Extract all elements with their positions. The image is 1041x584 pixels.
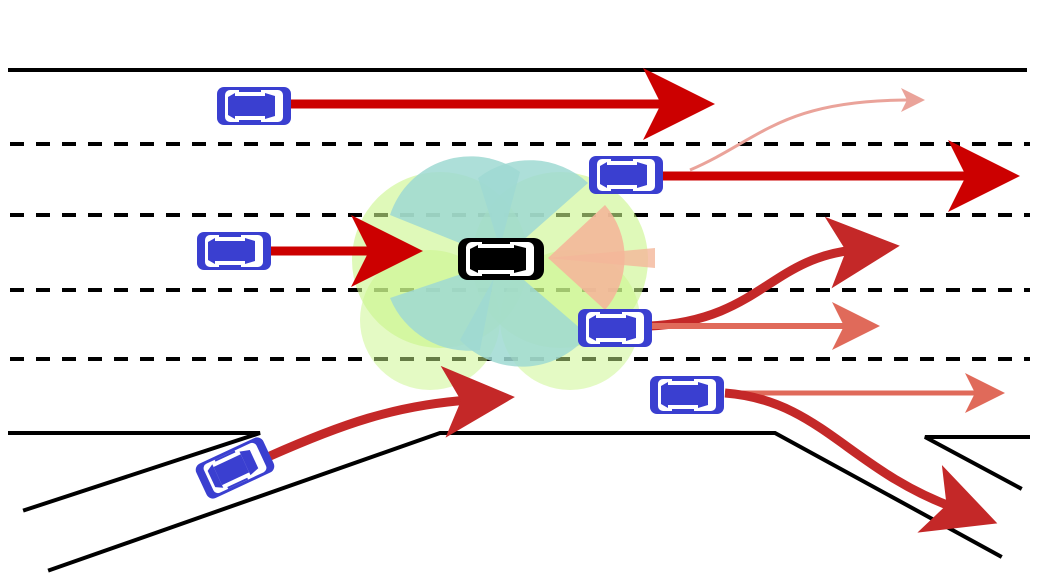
road-bottom-edge-mid [47, 431, 1003, 573]
trajectory-onramp-merge [268, 365, 515, 461]
trajectories [268, 68, 1020, 533]
agent-lane4-car-icon [577, 308, 653, 348]
trajectory-lane5-exit [724, 388, 998, 533]
sensor-beam-forward [548, 248, 655, 268]
agent-onramp-car-icon [192, 434, 278, 502]
road-bottom-edge-right [924, 435, 1030, 491]
road-bottom-edge-left [8, 431, 261, 513]
agent-lane3-car-icon [196, 231, 272, 271]
sensor-sector-rear-left [390, 156, 520, 258]
agent-lane1-car-icon [216, 86, 292, 126]
sensor-sector-front-right [460, 262, 588, 367]
agent-lane2-car-icon [588, 155, 664, 195]
agent-lane5-car-icon [649, 375, 725, 415]
vehicles [192, 86, 725, 502]
trajectory-lane2-lanechange [689, 88, 925, 172]
sensor-coverage [352, 156, 655, 390]
trajectory-lane4-lanechange [649, 216, 900, 331]
ego-car-icon [458, 238, 544, 280]
